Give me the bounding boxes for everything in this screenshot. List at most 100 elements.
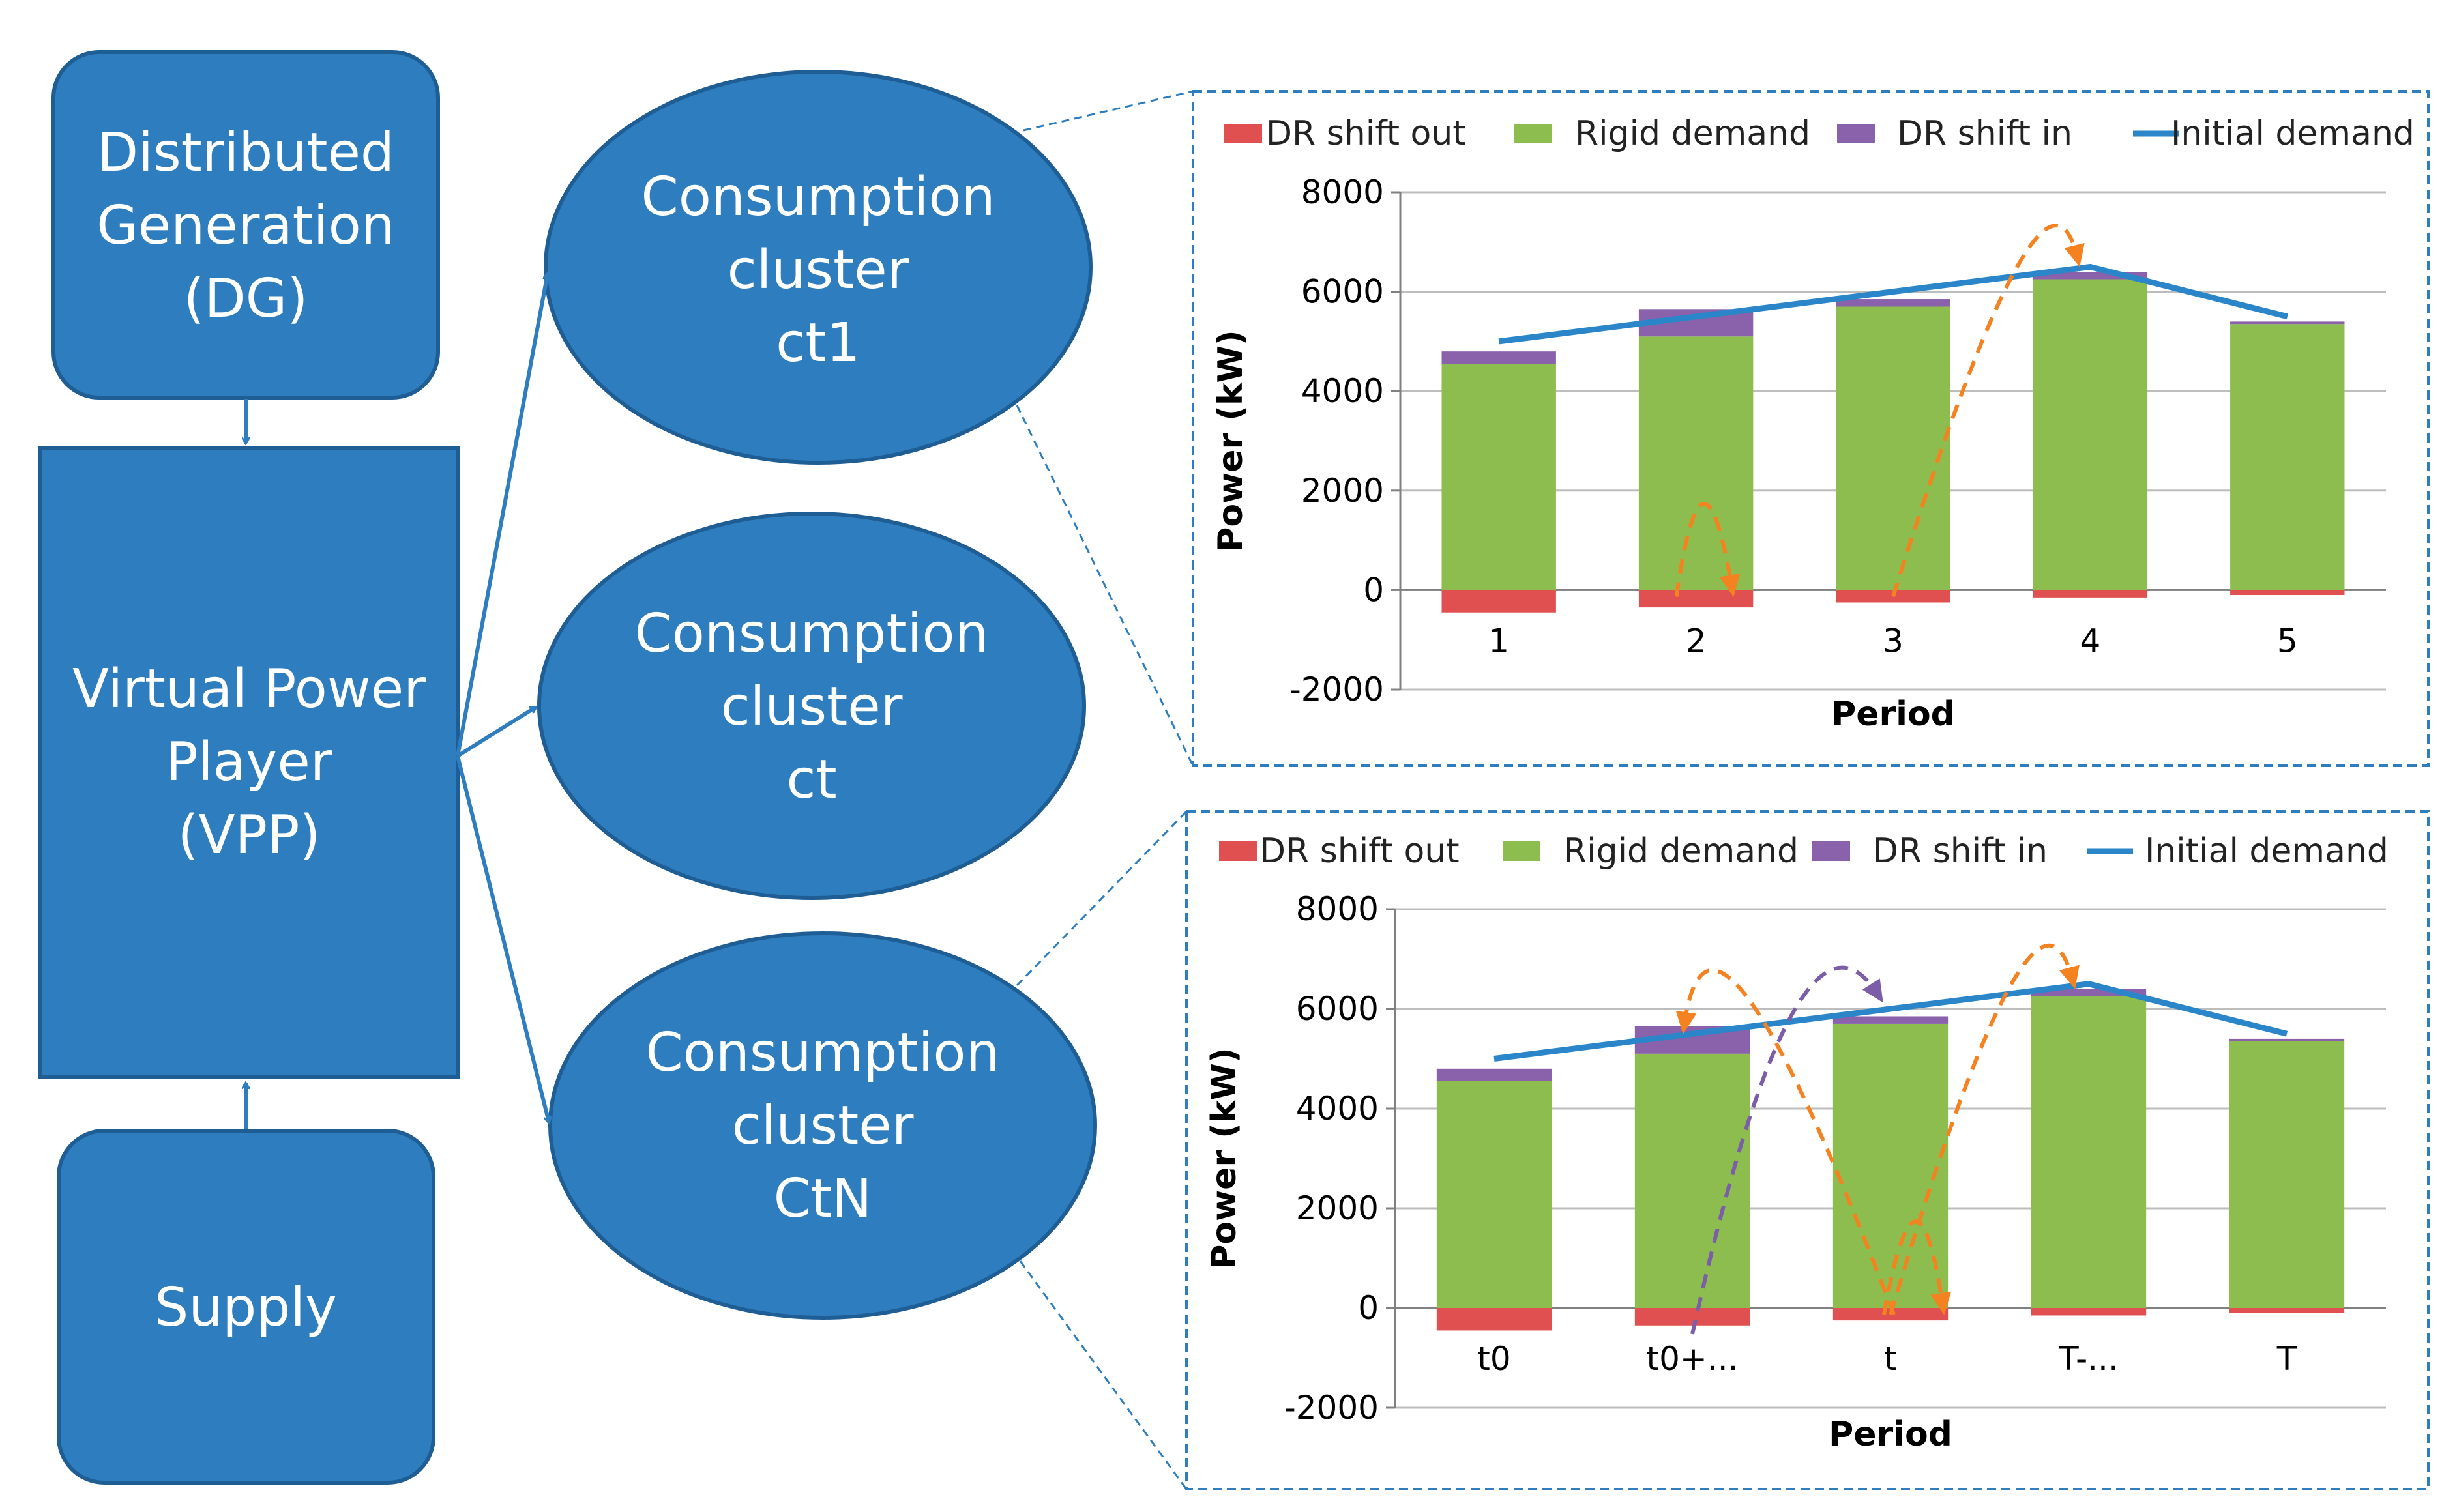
x-tick-label: t0+... xyxy=(1647,1340,1739,1378)
bar-rigid-demand xyxy=(1441,364,1556,590)
bar-dr-shift-out xyxy=(2033,590,2148,598)
chart-panel-ctn: 8000 6000 4000 2000 0 -2000 t0 t0+... t T-... T Per… xyxy=(1185,810,2430,1490)
y-tick-label: -2000 xyxy=(1289,671,1384,708)
bar-dr-shift-in xyxy=(1836,299,1950,307)
x-tick-label: 4 xyxy=(2080,622,2100,660)
y-tick-label: 6000 xyxy=(1301,273,1384,311)
x-tick-label: t0 xyxy=(1477,1340,1510,1378)
bar-dr-shift-out xyxy=(2031,1308,2147,1316)
vpp-to-ct-arrow xyxy=(456,705,536,758)
vpp-line-1: Virtual Power xyxy=(72,658,426,720)
bar-dr-shift-in xyxy=(2230,321,2345,325)
bar-dr-shift-in xyxy=(1436,1068,1552,1081)
shift-arrow xyxy=(1690,965,1883,1335)
y-axis-title: Power (kW) xyxy=(1205,1047,1244,1269)
zoom-line-ctn-top xyxy=(1016,810,1188,987)
y-tick-label: 2000 xyxy=(1296,1189,1379,1227)
cluster-ct: Consumption cluster ct xyxy=(537,512,1086,900)
x-tick-label: t xyxy=(1884,1340,1897,1378)
bar-dr-shift-in xyxy=(2033,272,2148,280)
bar-dr-shift-out xyxy=(2229,1308,2345,1313)
legend-swatch xyxy=(1812,841,1850,861)
y-tick-label: 8000 xyxy=(1301,173,1384,211)
bar-rigid-demand xyxy=(2033,279,2148,590)
x-tick-label: T xyxy=(2276,1340,2297,1378)
legend-label: Rigid demand xyxy=(1575,114,1810,153)
x-tick-label: 2 xyxy=(1686,622,1707,660)
zoom-line-ct1-top xyxy=(1023,90,1194,132)
legend-swatch xyxy=(1224,124,1262,143)
legend-label: DR shift out xyxy=(1266,114,1466,153)
bar-dr-shift-in xyxy=(2031,989,2147,996)
cluster-ct1-line-3: ct1 xyxy=(776,312,860,374)
dg-box: Distributed Generation (DG) xyxy=(51,50,440,400)
shift-arrow xyxy=(1882,1219,1952,1315)
bar-dr-shift-out xyxy=(1638,590,1754,608)
shift-arrow xyxy=(1889,943,2080,1315)
zoom-line-ct1-bottom xyxy=(1016,405,1194,766)
x-axis-title: Period xyxy=(1831,695,1955,734)
supply-box: Supply xyxy=(57,1129,435,1485)
dg-line-3: (DG) xyxy=(184,268,308,330)
shift-arrow xyxy=(1674,502,1741,598)
vpp-line-2: Player xyxy=(166,731,332,793)
cluster-ctn-line-3: CtN xyxy=(774,1168,872,1230)
bar-dr-shift-out xyxy=(1441,590,1556,613)
bar-dr-shift-out xyxy=(2230,590,2345,596)
vpp-line-3: (VPP) xyxy=(178,804,321,866)
cluster-ct1-line-1: Consumption xyxy=(641,166,995,228)
y-tick-label: 0 xyxy=(1363,571,1384,609)
bar-dr-shift-in xyxy=(1441,351,1556,364)
bar-dr-shift-in xyxy=(2229,1038,2345,1041)
cluster-ct1: Consumption cluster ct1 xyxy=(544,70,1093,465)
zoom-line-ctn-bottom xyxy=(1019,1260,1188,1490)
bar-rigid-demand xyxy=(1634,1053,1750,1308)
legend-label: DR shift in xyxy=(1872,832,2048,871)
y-axis-title: Power (kW) xyxy=(1211,330,1250,551)
x-tick-label: 3 xyxy=(1883,622,1904,660)
legend-swatch xyxy=(1219,841,1257,861)
bar-dr-shift-out xyxy=(1436,1308,1552,1331)
vpp-to-ct1-arrow xyxy=(456,274,548,757)
legend-swatch xyxy=(1837,124,1875,143)
legend-label: DR shift in xyxy=(1897,114,2072,153)
legend-swatch xyxy=(1503,841,1540,861)
cluster-ctn-line-1: Consumption xyxy=(645,1022,999,1084)
x-tick-label: T-... xyxy=(2058,1340,2119,1378)
x-tick-label: 5 xyxy=(2277,622,2298,660)
bar-rigid-demand xyxy=(1638,336,1754,590)
y-tick-label: 0 xyxy=(1358,1289,1379,1327)
legend-swatch xyxy=(1514,124,1552,143)
supply-label: Supply xyxy=(154,1277,336,1339)
y-tick-label: 6000 xyxy=(1296,990,1379,1028)
cluster-ct-line-1: Consumption xyxy=(634,603,988,665)
dg-line-1: Distributed xyxy=(97,122,394,184)
legend-label: DR shift out xyxy=(1259,832,1460,871)
y-tick-label: 4000 xyxy=(1301,372,1384,410)
bar-rigid-demand xyxy=(1436,1081,1552,1308)
cluster-ct1-line-2: cluster xyxy=(728,239,909,301)
legend-label: Rigid demand xyxy=(1563,832,1799,871)
x-tick-label: 1 xyxy=(1488,622,1509,660)
legend-label: Initial demand xyxy=(2145,832,2389,871)
y-tick-label: 4000 xyxy=(1296,1090,1379,1127)
dg-line-2: Generation xyxy=(96,195,394,257)
initial-demand-line xyxy=(1493,981,2288,1062)
legend-label: Initial demand xyxy=(2171,114,2415,153)
bar-rigid-demand xyxy=(2230,324,2345,590)
initial-demand-line xyxy=(1498,263,2288,345)
y-tick-label: 8000 xyxy=(1296,890,1379,928)
bar-rigid-demand xyxy=(2031,996,2147,1308)
cluster-ct-line-2: cluster xyxy=(721,676,903,738)
cluster-ctn-line-2: cluster xyxy=(732,1095,914,1157)
y-tick-label: 2000 xyxy=(1301,472,1384,510)
cluster-ctn: Consumption cluster CtN xyxy=(548,931,1097,1320)
vpp-box: Virtual Power Player (VPP) xyxy=(38,446,460,1079)
y-tick-label: -2000 xyxy=(1284,1389,1379,1427)
x-axis-title: Period xyxy=(1829,1415,1952,1454)
bar-rigid-demand xyxy=(1836,306,1950,590)
vpp-to-ctn-arrow xyxy=(456,755,549,1122)
bar-dr-shift-out xyxy=(1634,1308,1750,1326)
